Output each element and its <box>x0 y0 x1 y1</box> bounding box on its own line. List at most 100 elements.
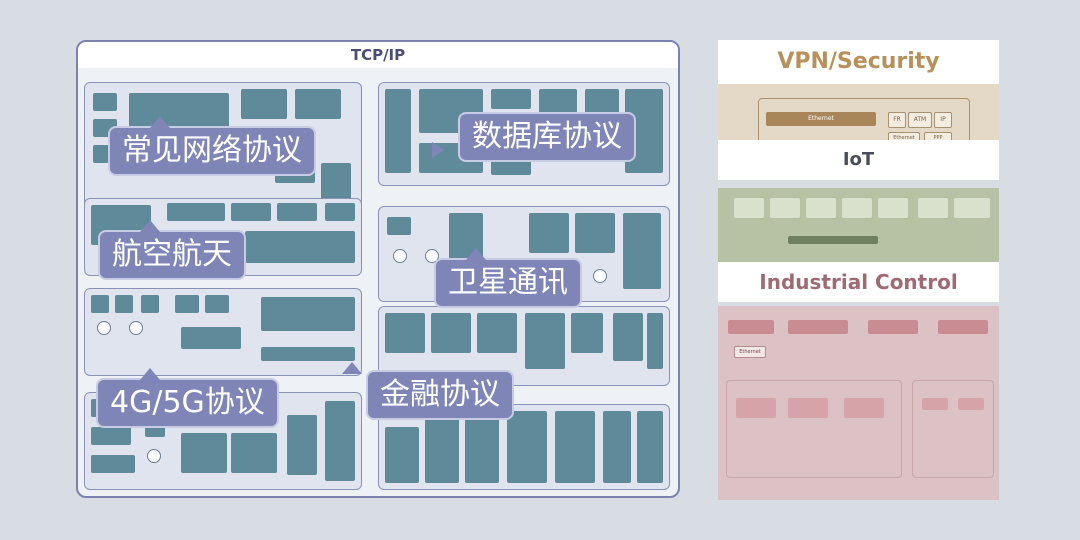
vpn-label: PPP <box>933 135 943 141</box>
block <box>167 203 225 221</box>
callout-tail <box>140 368 160 380</box>
block <box>145 425 165 437</box>
callout-tail <box>466 248 486 260</box>
block <box>325 401 355 481</box>
panel-title: TCP/IP <box>78 42 678 68</box>
block <box>477 313 517 353</box>
block <box>321 163 351 203</box>
iot-block <box>878 198 908 218</box>
callout-database: 数据库协议 <box>458 112 636 162</box>
block <box>575 213 615 253</box>
block <box>231 203 271 221</box>
block <box>93 93 117 111</box>
industrial-frame <box>912 380 994 478</box>
block <box>261 297 355 331</box>
industrial-block <box>788 398 828 418</box>
vpn-atm-block: ATM <box>908 112 932 128</box>
block <box>571 313 603 353</box>
vpn-fr-block: FR <box>888 112 906 128</box>
industrial-block <box>958 398 984 410</box>
node-circle <box>97 321 111 335</box>
block <box>141 295 159 313</box>
vpn-label: FR <box>893 116 901 123</box>
block <box>91 295 109 313</box>
block <box>231 433 277 473</box>
vpn-ethernet-block: Ethernet <box>766 112 876 126</box>
industrial-label: Ethernet <box>739 349 761 355</box>
callout-tail <box>150 116 170 128</box>
block <box>647 313 663 369</box>
iot-title: IoT <box>718 140 999 180</box>
vpn-ip-block: IP <box>934 112 952 128</box>
callout-4g5g: 4G/5G协议 <box>96 378 279 428</box>
iot-block <box>918 198 948 218</box>
block <box>623 213 661 289</box>
block <box>287 415 317 475</box>
vpn-label: Ethernet <box>808 115 834 122</box>
block <box>637 411 663 483</box>
block <box>585 89 619 115</box>
callout-financial: 金融协议 <box>366 370 514 420</box>
block <box>603 411 631 483</box>
industrial-block <box>868 320 918 334</box>
block <box>525 313 565 369</box>
vpn-label: Ethernet <box>893 135 915 141</box>
iot-body <box>718 188 999 268</box>
vpn-label: ATM <box>913 116 927 123</box>
industrial-ethernet-block: Ethernet <box>734 346 766 358</box>
iot-block <box>734 198 764 218</box>
iot-block <box>770 198 800 218</box>
block <box>241 89 287 119</box>
callout-tail <box>140 220 160 232</box>
industrial-body: Ethernet <box>718 306 999 500</box>
block <box>507 411 547 483</box>
block <box>431 313 471 353</box>
block <box>325 203 355 221</box>
block <box>295 89 341 119</box>
block <box>181 327 241 349</box>
callout-aerospace: 航空航天 <box>98 230 246 280</box>
block <box>539 89 577 115</box>
industrial-block <box>728 320 774 334</box>
block <box>385 313 425 353</box>
industrial-block <box>938 320 988 334</box>
iot-block <box>954 198 990 218</box>
vpn-label: IP <box>940 116 946 123</box>
industrial-title: Industrial Control <box>718 262 999 302</box>
block <box>425 411 459 483</box>
iot-bus <box>788 236 878 244</box>
industrial-block <box>844 398 884 418</box>
section-financial <box>378 306 670 386</box>
callout-common-network: 常见网络协议 <box>108 126 316 176</box>
industrial-frame <box>726 380 902 478</box>
iot-block <box>842 198 872 218</box>
block <box>385 89 411 173</box>
block <box>205 295 229 313</box>
block <box>115 295 133 313</box>
industrial-block <box>788 320 848 334</box>
block <box>529 213 569 253</box>
callout-satellite: 卫星通讯 <box>434 258 582 308</box>
block <box>91 427 131 445</box>
callout-tail <box>342 362 362 374</box>
block <box>465 411 499 483</box>
block <box>181 433 227 473</box>
industrial-block <box>736 398 776 418</box>
node-circle <box>393 249 407 263</box>
block <box>613 313 643 361</box>
block <box>245 231 355 263</box>
block <box>277 203 317 221</box>
block <box>555 411 595 483</box>
block <box>175 295 199 313</box>
callout-tail <box>432 142 444 158</box>
block <box>491 89 531 109</box>
node-circle <box>593 269 607 283</box>
block <box>385 427 419 483</box>
block <box>91 455 135 473</box>
block <box>387 217 411 235</box>
iot-block <box>806 198 836 218</box>
right-column: VPN/Security Ethernet FR ATM IP Ethernet… <box>718 40 999 500</box>
vpn-title: VPN/Security <box>718 40 999 84</box>
block <box>261 347 355 361</box>
section-4g5g <box>84 288 362 376</box>
